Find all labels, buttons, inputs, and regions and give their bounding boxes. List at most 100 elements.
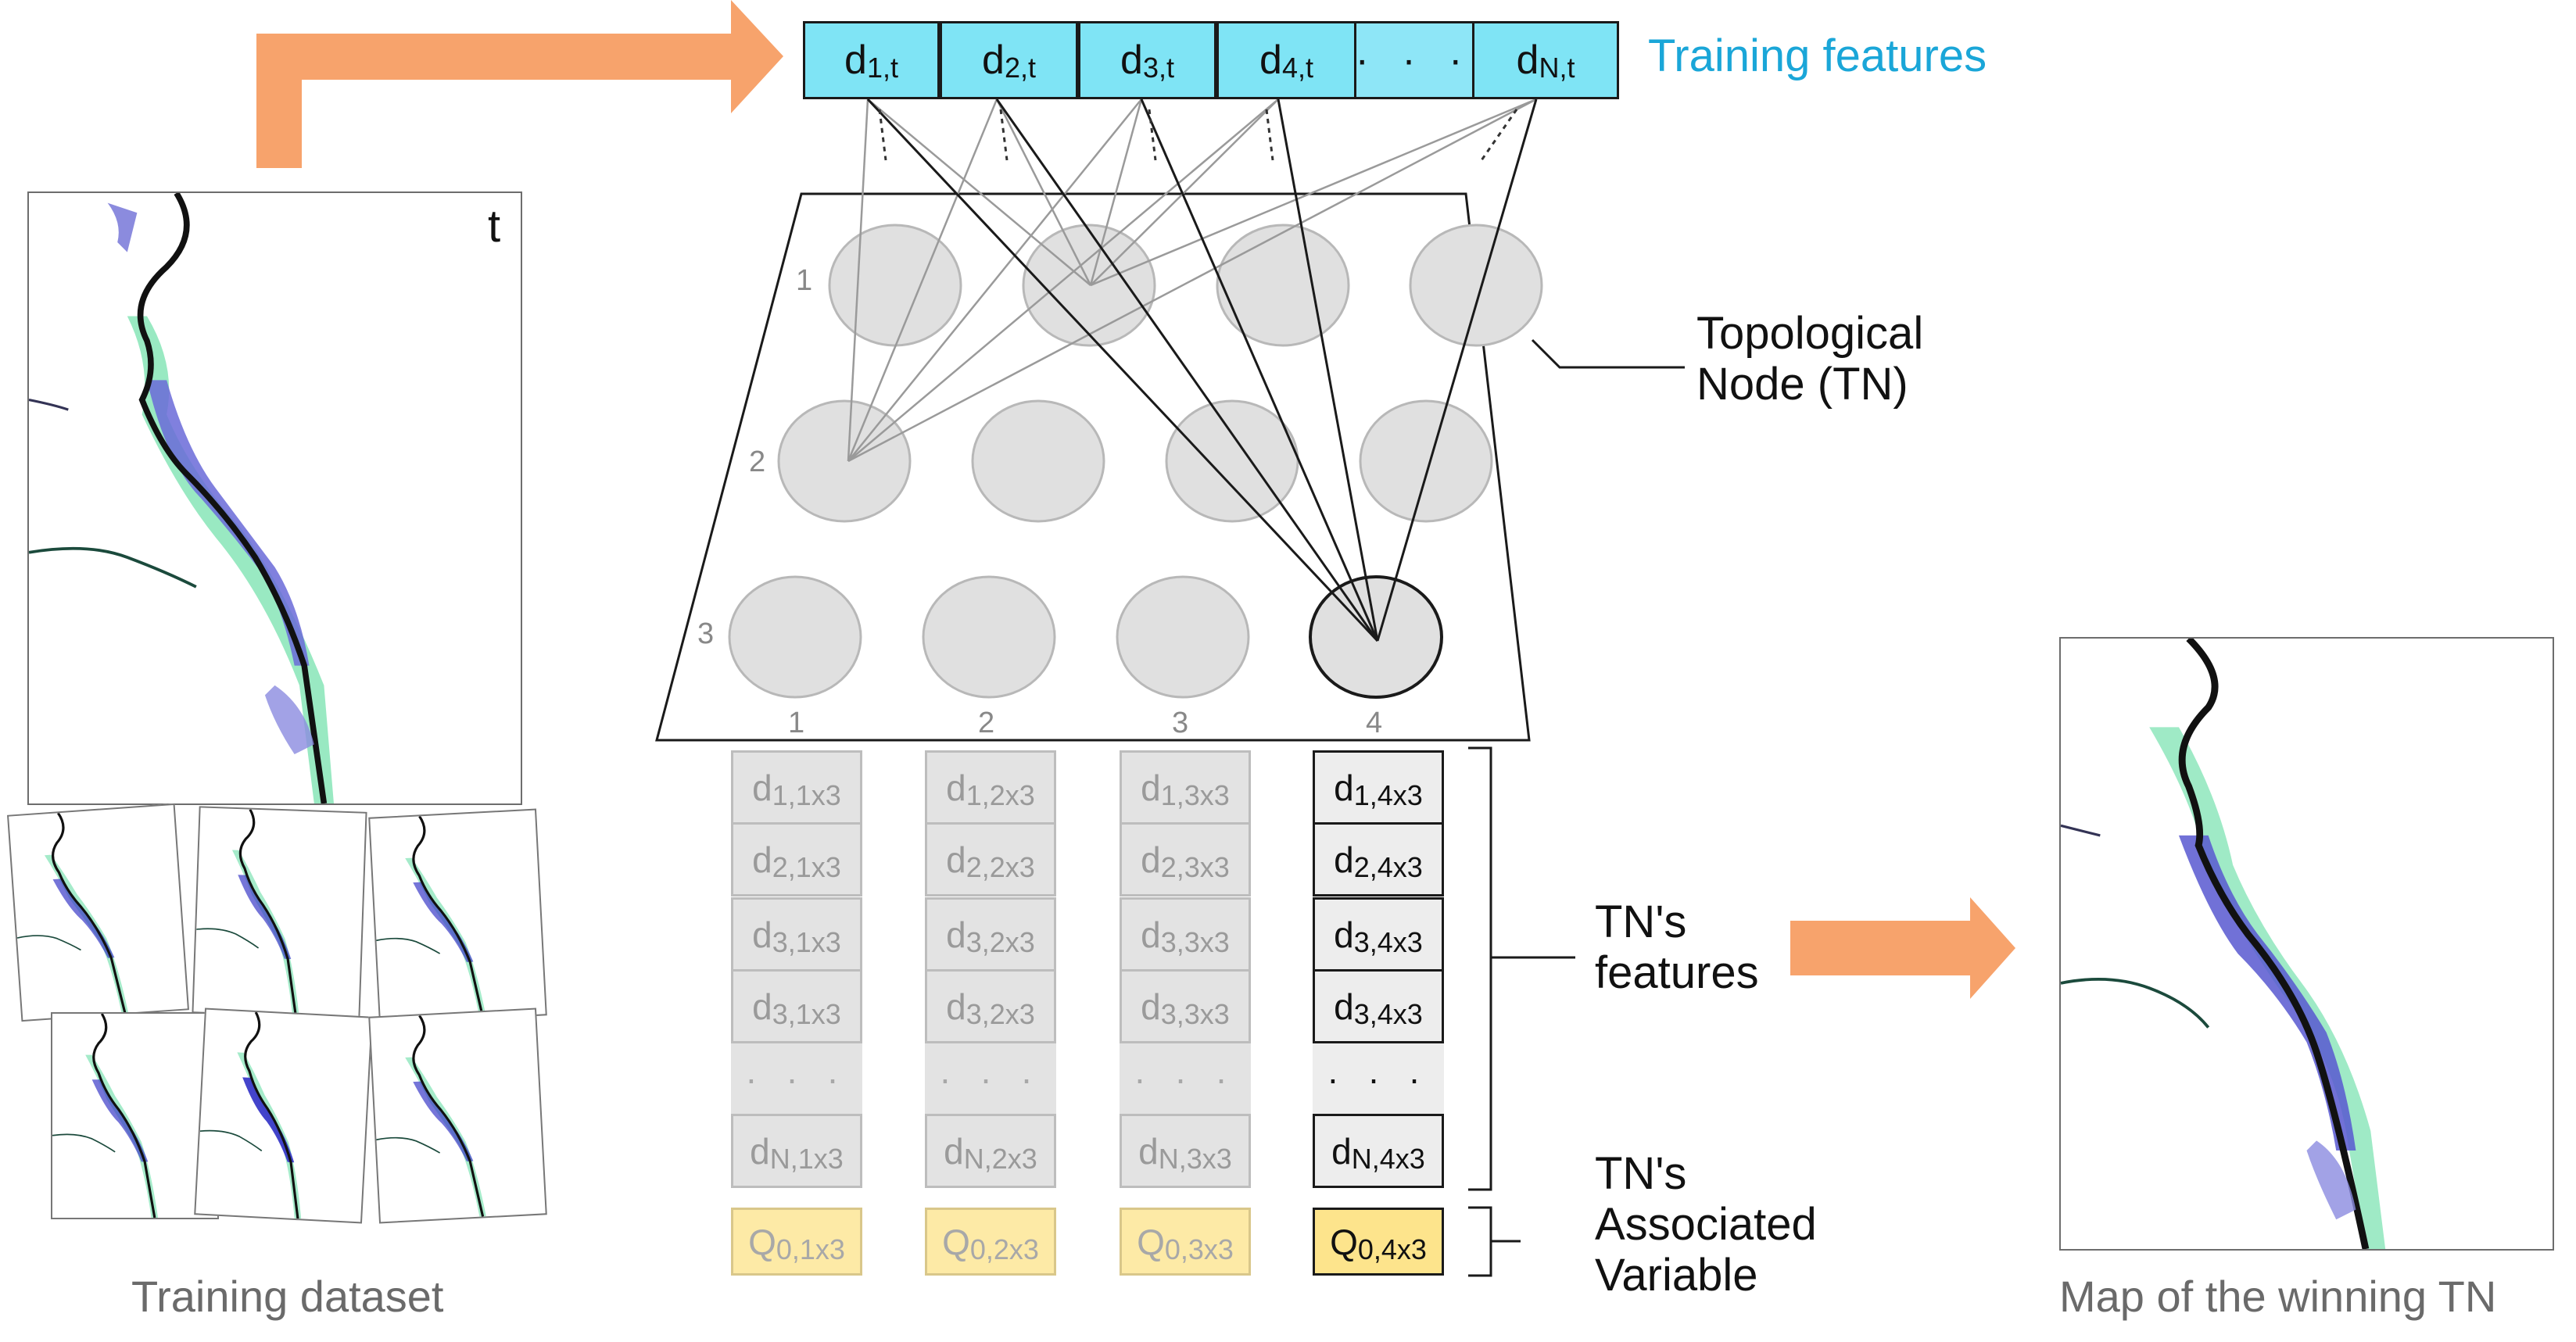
feature-node-link bbox=[1090, 98, 1537, 287]
feature-node-link bbox=[847, 98, 1537, 463]
som-node bbox=[1216, 224, 1350, 347]
tn-features-label: TN's features bbox=[1595, 896, 1759, 998]
feature-node-link bbox=[847, 98, 1279, 462]
river-thumbnail bbox=[16, 812, 129, 1014]
orange-right-arrow bbox=[1790, 897, 2015, 999]
som-node bbox=[828, 224, 962, 347]
tn-feature-ellipsis: · · · bbox=[731, 1043, 862, 1114]
grid-row-label-3: 3 bbox=[697, 617, 715, 650]
dashed-link bbox=[1480, 109, 1518, 161]
som-node bbox=[1165, 399, 1299, 523]
grid-col-label-3: 3 bbox=[1172, 707, 1189, 739]
river-thumbnail bbox=[52, 1014, 159, 1218]
tn-feature-ellipsis: · · · bbox=[925, 1043, 1056, 1114]
som-node bbox=[777, 399, 912, 523]
som-nodes bbox=[728, 224, 1543, 699]
grid-col-label-4: 4 bbox=[1366, 707, 1383, 739]
tn-feature-ellipsis: · · · bbox=[1120, 1043, 1251, 1114]
training-thumbnail bbox=[194, 1007, 373, 1224]
training-thumbnail bbox=[7, 803, 189, 1022]
winning-node-link bbox=[1277, 98, 1379, 642]
feature-node-link bbox=[867, 98, 1091, 286]
river-thumbnail bbox=[376, 1015, 486, 1217]
time-label: t bbox=[488, 201, 501, 252]
orange-elbow-arrow bbox=[256, 0, 783, 168]
som-node bbox=[1409, 224, 1543, 347]
river-thumbnail bbox=[199, 1011, 302, 1219]
grid-col-label-1: 1 bbox=[788, 707, 805, 739]
features-brace bbox=[1468, 746, 1492, 1191]
river-map-winning bbox=[2061, 639, 2386, 1249]
training-dataset-caption: Training dataset bbox=[131, 1272, 444, 1321]
connection-lines bbox=[847, 98, 1538, 642]
feature-node-link bbox=[847, 98, 869, 462]
training-map-main bbox=[27, 191, 522, 805]
feature-node-link bbox=[847, 98, 1142, 462]
som-node bbox=[1116, 575, 1250, 699]
training-feature-ellipsis: · · · bbox=[1356, 21, 1472, 99]
winning-node-link bbox=[1140, 98, 1379, 642]
feature-node-link bbox=[995, 98, 1092, 286]
winning-tn-map bbox=[2059, 637, 2554, 1251]
topological-node-label: Topological Node (TN) bbox=[1696, 308, 1924, 410]
training-thumbnail bbox=[192, 806, 367, 1019]
training-thumbnail bbox=[51, 1012, 219, 1219]
grid-row-label-1: 1 bbox=[796, 264, 813, 297]
training-features-label: Training features bbox=[1648, 30, 1987, 81]
winning-node-link bbox=[866, 98, 1379, 642]
som-node bbox=[971, 399, 1105, 523]
grid-col-label-2: 2 bbox=[978, 707, 995, 739]
som-node bbox=[922, 575, 1056, 699]
winning-node-link bbox=[995, 98, 1379, 642]
winning-node-link bbox=[1376, 98, 1538, 642]
river-thumbnail bbox=[376, 815, 486, 1018]
river-map-main bbox=[29, 193, 334, 803]
winning-tn-map-caption: Map of the winning TN bbox=[2059, 1272, 2497, 1321]
q-brace bbox=[1468, 1206, 1492, 1277]
tn-feature-ellipsis: · · · bbox=[1313, 1043, 1444, 1114]
training-thumbnail bbox=[368, 808, 547, 1025]
dashed-link bbox=[1265, 109, 1274, 161]
river-thumbnail bbox=[196, 808, 299, 1016]
tn-associated-variable-label: TN's Associated Variable bbox=[1595, 1148, 1817, 1301]
feature-node-link bbox=[1089, 98, 1143, 286]
feature-node-link bbox=[1090, 98, 1279, 286]
training-thumbnail bbox=[368, 1007, 547, 1224]
som-node bbox=[1359, 399, 1493, 523]
som-node bbox=[728, 575, 862, 699]
grid-row-label-2: 2 bbox=[749, 446, 766, 478]
feature-node-link bbox=[847, 98, 998, 462]
dashed-connection-lines bbox=[878, 109, 1518, 161]
